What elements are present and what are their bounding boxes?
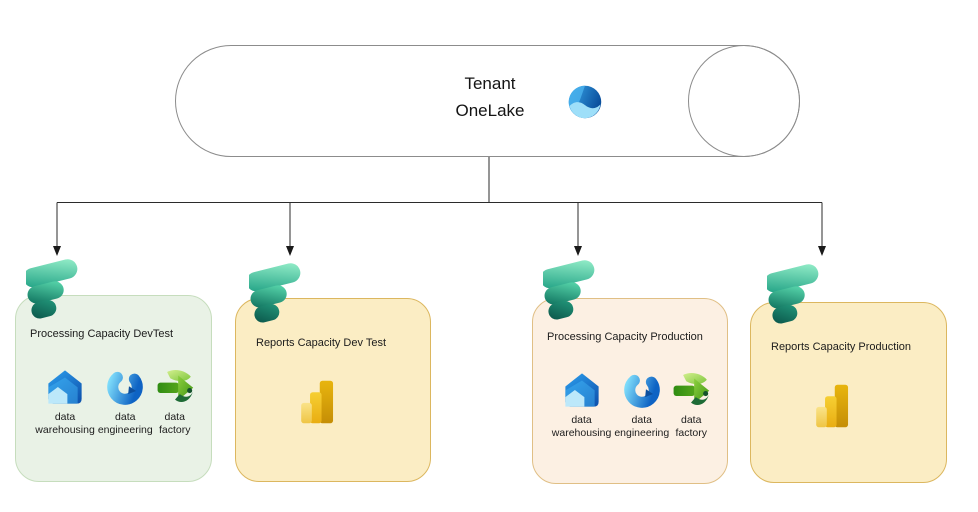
tenant-onelake-label: Tenant OneLake [418, 70, 562, 124]
service-data-factory[interactable]: data factory [156, 368, 194, 437]
data-factory-icon [672, 371, 710, 409]
service-label: data factory [158, 411, 191, 436]
fabric-icon [543, 258, 601, 326]
service-data-engineering[interactable]: data engineering [98, 368, 153, 437]
tenant-title-line2: OneLake [455, 101, 525, 120]
capacity-box-processing-production[interactable]: Processing Capacity Production data ware… [532, 298, 728, 484]
tenant-cylinder-shape[interactable] [175, 45, 800, 157]
data-warehousing-icon [563, 371, 601, 409]
capacity-title: Reports Capacity Production [771, 341, 912, 353]
capacity-title: Processing Capacity Production [547, 331, 703, 343]
data-engineering-icon [623, 371, 661, 409]
onelake-icon [566, 83, 604, 121]
service-data-factory[interactable]: data factory [672, 371, 710, 440]
service-label: data warehousing [35, 411, 95, 436]
service-label: data engineering [614, 414, 670, 439]
arrow-down-icon [53, 246, 61, 256]
arrow-down-icon [818, 246, 826, 256]
service-data-warehousing[interactable]: data warehousing [35, 368, 95, 437]
cylinder-end-face [688, 45, 800, 157]
capacity-box-reports-production[interactable]: Reports Capacity Production [750, 302, 947, 483]
capacity-box-processing-devtest[interactable]: Processing Capacity DevTest data warehou… [15, 295, 212, 482]
data-factory-icon [156, 368, 194, 406]
service-label: data engineering [97, 411, 153, 436]
capacity-title: Processing Capacity DevTest [30, 328, 174, 340]
fabric-icon [767, 262, 825, 330]
arrowheads [53, 246, 826, 256]
tree-connector [56, 157, 823, 247]
capacity-box-reports-devtest[interactable]: Reports Capacity Dev Test [235, 298, 431, 482]
fabric-icon [249, 261, 307, 329]
data-warehousing-icon [46, 368, 84, 406]
service-list: data warehousing data engineering data f… [21, 368, 208, 437]
tenant-title-line1: Tenant [464, 74, 516, 93]
service-label: data warehousing [551, 414, 612, 439]
service-label: data factory [675, 414, 707, 439]
service-data-warehousing[interactable]: data warehousing [551, 371, 612, 440]
service-data-engineering[interactable]: data engineering [614, 371, 669, 440]
arrow-down-icon [574, 246, 582, 256]
arrow-down-icon [286, 246, 294, 256]
data-engineering-icon [106, 368, 144, 406]
capacity-title: Reports Capacity Dev Test [256, 337, 387, 349]
fabric-icon [26, 257, 84, 325]
power-bi-icon [815, 383, 851, 429]
power-bi-icon [300, 379, 336, 425]
service-list: data warehousing data engineering data f… [538, 371, 724, 440]
